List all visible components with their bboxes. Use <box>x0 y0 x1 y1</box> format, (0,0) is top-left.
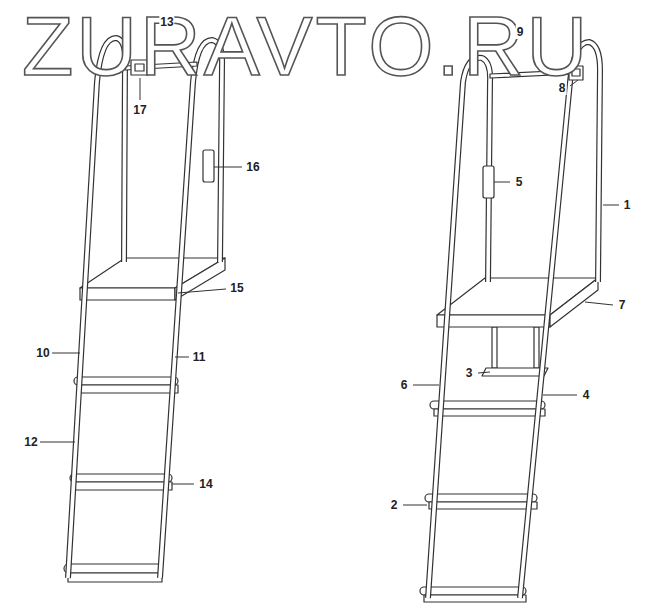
watermark: ZURAVTO.RU <box>22 4 590 88</box>
rail-tube <box>520 42 600 598</box>
callout-number: 17 <box>132 103 147 117</box>
leader-line <box>413 385 439 386</box>
callout-number: 7 <box>618 298 627 312</box>
sub-step-bracket <box>534 327 539 368</box>
hand-pad <box>203 150 214 182</box>
leader-line <box>478 372 490 373</box>
ladder-step <box>429 502 537 509</box>
callout-number: 14 <box>198 477 213 491</box>
rail-tube <box>160 40 222 578</box>
rail-tube <box>160 40 222 578</box>
leader-line <box>403 505 427 506</box>
callout-number: 3 <box>465 366 474 380</box>
ladder-step <box>70 474 172 482</box>
callout-number: 12 <box>23 435 38 449</box>
ladder-step <box>64 564 162 573</box>
ladder-step <box>430 401 545 409</box>
rail-tube <box>428 58 490 598</box>
left-ladder <box>40 38 242 582</box>
right-ladder <box>403 42 619 602</box>
callout-number: 15 <box>229 281 244 295</box>
leader-line <box>172 484 194 485</box>
callout-number: 11 <box>192 350 207 364</box>
callout-number: 6 <box>400 378 409 392</box>
ladder-step <box>434 409 545 416</box>
leader-line <box>178 289 226 293</box>
platform-front <box>80 288 175 300</box>
ladder-step <box>74 377 178 385</box>
callout-number: 2 <box>390 498 399 512</box>
leader-line <box>175 357 189 358</box>
platform-front <box>437 315 550 327</box>
callout-number: 13 <box>159 15 174 29</box>
rail-tube <box>68 38 125 578</box>
hand-pad <box>483 166 494 198</box>
ladder-step <box>74 482 172 490</box>
leader-line <box>52 353 80 354</box>
callout-number: 4 <box>582 388 591 402</box>
ladder-step <box>420 587 526 595</box>
leader-line <box>40 442 75 443</box>
leader-line <box>585 302 613 305</box>
ladder-step <box>424 595 526 602</box>
rail-tube <box>428 58 490 598</box>
leader-line <box>494 182 510 183</box>
callout-number: 9 <box>516 25 525 39</box>
callout-number: 10 <box>35 346 50 360</box>
callout-number: 8 <box>558 81 567 95</box>
rail-tube <box>68 38 125 578</box>
callout-number: 16 <box>245 160 260 174</box>
leader-line <box>543 395 577 396</box>
callout-number: 1 <box>623 198 632 212</box>
ladder-step <box>68 573 162 582</box>
leader-line <box>603 205 619 206</box>
leader-line <box>214 167 242 168</box>
callout-number: 5 <box>515 175 524 189</box>
sub-step <box>482 368 548 376</box>
ladder-step <box>425 494 537 502</box>
sub-step-bracket <box>492 327 497 368</box>
rail-tube <box>520 42 600 598</box>
ladder-step <box>78 385 178 393</box>
